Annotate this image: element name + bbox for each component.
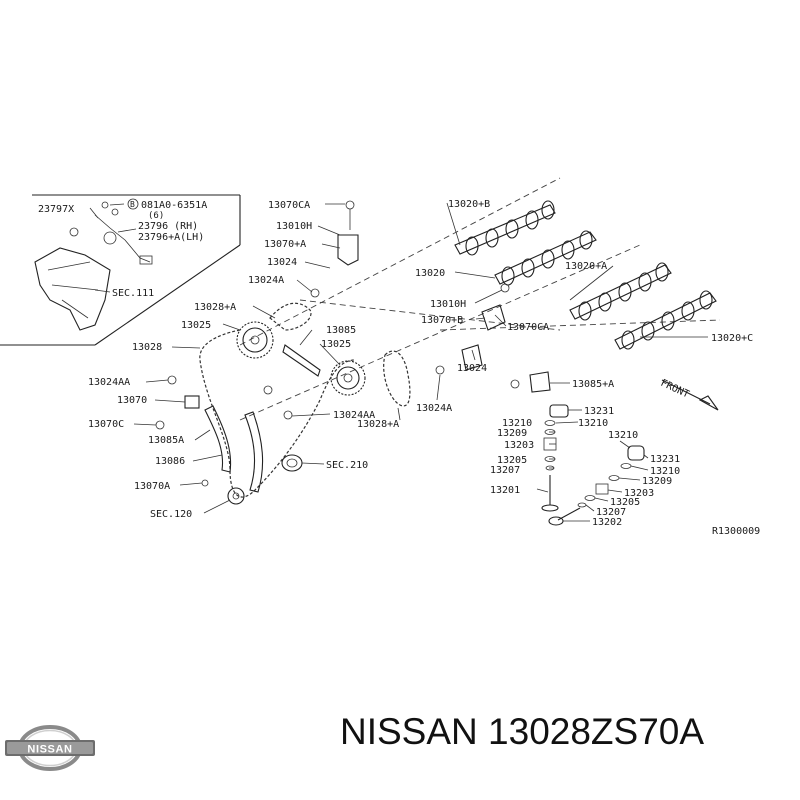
inset-frame [0, 194, 241, 346]
diagram-reference-code: R1300009 [712, 526, 760, 537]
part-number-title: NISSAN 13028ZS70A [340, 711, 705, 752]
label-13020: 13020 [415, 268, 445, 279]
label-13203-a: 13203 [504, 440, 534, 451]
timing-chain-13028a-top [269, 302, 312, 331]
label-13210-c: 13210 [608, 430, 638, 441]
label-13203-b: 13203 [624, 488, 654, 499]
label-sec111: SEC.111 [112, 288, 154, 299]
camshaft-13020 [494, 230, 597, 286]
label-13024-top: 13024 [267, 257, 297, 268]
label-13025-left: 13025 [181, 320, 211, 331]
label-13210-d: 13210 [650, 466, 680, 477]
label-13210-b: 13210 [578, 418, 608, 429]
label-13024a-low: 13024A [416, 403, 452, 414]
label-13028a-low: 13028+A [357, 419, 399, 430]
camshaft-13020c [614, 290, 717, 350]
label-13020a: 13020+A [565, 261, 607, 272]
label-13070ca-top: 13070CA [268, 200, 310, 211]
label-sec210: SEC.210 [326, 460, 368, 471]
label-13231-a: 13231 [584, 406, 614, 417]
chain-guide-13086 [244, 411, 264, 493]
tensioner-13070ca-top [337, 200, 359, 266]
sprocket-13025-left [236, 321, 274, 359]
label-13070ca-right: 13070CA [507, 322, 549, 333]
front-arrow-icon [661, 379, 719, 411]
label-081a0-6351a: 081A0-6351A [141, 200, 207, 211]
chain-guide-13085a [204, 405, 232, 473]
label-circle-b: B [130, 200, 135, 209]
label-13024aa-left: 13024AA [88, 377, 130, 388]
label-sec120: SEC.120 [150, 509, 192, 520]
nissan-logo-text: NISSAN [27, 744, 72, 756]
alignment-dashes [239, 177, 721, 421]
label-13209-a: 13209 [497, 428, 527, 439]
label-13205-b: 13205 [610, 497, 640, 508]
label-13070a-low: 13070A [134, 481, 170, 492]
label-13085: 13085 [326, 325, 356, 336]
label-13085a: 13085A [148, 435, 184, 446]
crank-sprocket [227, 487, 245, 505]
label-13086: 13086 [155, 456, 185, 467]
bracket-13085a-right [529, 371, 551, 393]
label-13024-low: 13024 [457, 363, 487, 374]
label-13231-b: 13231 [650, 454, 680, 465]
label-13025-mid: 13025 [321, 339, 351, 350]
leader-lines [89, 202, 708, 522]
label-13020c: 13020+C [711, 333, 753, 344]
camshaft-13020b [454, 200, 556, 256]
nissan-logo: NISSAN [5, 725, 95, 771]
label-13070a-top: 13070+A [264, 239, 306, 250]
cam-sensor-bracket [34, 201, 153, 331]
label-23796a: 23796+A(LH) [138, 232, 204, 243]
timing-chain-13028a-low [383, 350, 411, 407]
timing-chain-13028 [199, 329, 356, 498]
chain-guide-13085 [282, 344, 321, 377]
label-front: FRONT [659, 378, 691, 401]
label-13205-a: 13205 [497, 455, 527, 466]
label-13085a-right: 13085+A [572, 379, 614, 390]
label-081a0-qty: (6) [148, 211, 164, 221]
label-13202: 13202 [592, 517, 622, 528]
label-23796: 23796 (RH) [138, 221, 198, 232]
label-13010h-top: 13010H [276, 221, 312, 232]
tensioner-13070 [184, 395, 200, 409]
label-13020b: 13020+B [448, 199, 490, 210]
bolts [155, 288, 520, 487]
label-13207-b: 13207 [596, 507, 626, 518]
label-23797x: 23797X [38, 204, 74, 215]
label-13070b: 13070+B [421, 315, 463, 326]
part-labels: 23797X B 081A0-6351A (6) 23796 (RH) 2379… [38, 198, 760, 537]
label-13207-a: 13207 [490, 465, 520, 476]
label-13024aa-mid: 13024AA [333, 410, 375, 421]
tensioner-13070ca-right [481, 283, 510, 331]
label-13024a-top: 13024A [248, 275, 284, 286]
label-13210-a: 13210 [502, 418, 532, 429]
label-13028: 13028 [132, 342, 162, 353]
label-13070c: 13070C [88, 419, 124, 430]
label-13201: 13201 [490, 485, 520, 496]
label-13010h-right: 13010H [430, 299, 466, 310]
label-13209-b: 13209 [642, 476, 672, 487]
label-13070: 13070 [117, 395, 147, 406]
valve-stack-a [541, 404, 569, 512]
tensioner-13024-low [461, 344, 483, 371]
camshaft-13020a [569, 262, 672, 321]
water-pump-pulley [281, 454, 303, 472]
label-13028a-top: 13028+A [194, 302, 236, 313]
